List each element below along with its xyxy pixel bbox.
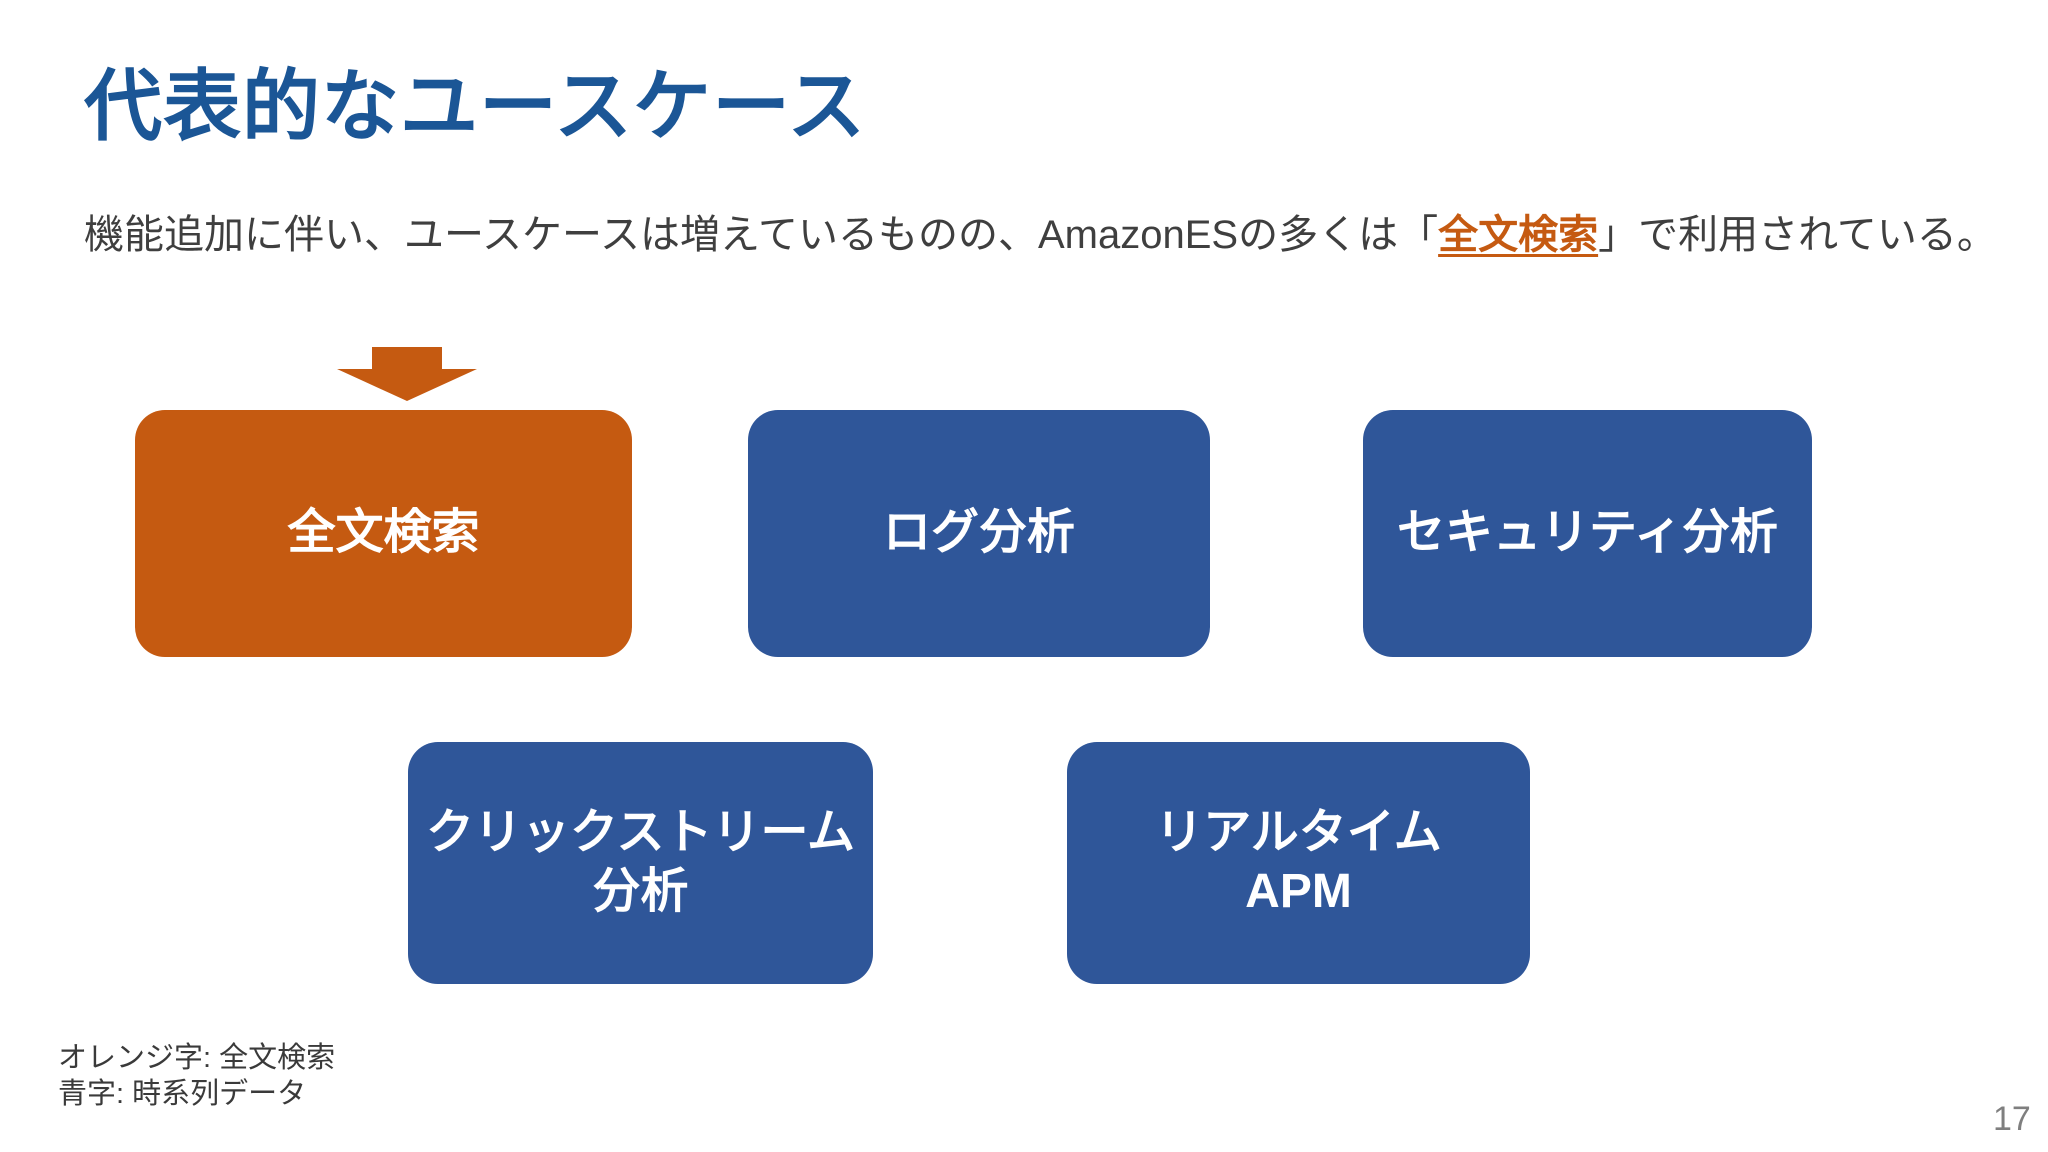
page-number: 17: [1993, 1100, 2031, 1138]
usecase-box-realtime-apm: リアルタイム APM: [1067, 742, 1530, 984]
usecase-box-label: 全文検索: [287, 506, 480, 560]
usecase-box-label: ログ分析: [882, 506, 1075, 560]
usecase-box-clickstream-analysis: クリックストリーム 分析: [408, 742, 873, 984]
subtitle-text-prefix: 機能追加に伴い、ユースケースは増えているものの、AmazonESの多くは「: [84, 213, 1439, 257]
subtitle-text-suffix: 」で利用されている。: [1598, 213, 1997, 257]
down-arrow-stem: [372, 347, 442, 369]
legend-blue-line: 青字: 時系列データ: [58, 1078, 307, 1110]
usecase-box-label-line1: クリックストリーム: [425, 806, 856, 860]
usecase-box-label: セキュリティ分析: [1396, 506, 1779, 560]
color-legend: オレンジ字: 全文検索 青字: 時系列データ: [58, 1040, 335, 1112]
usecase-box-label-line1: リアルタイム: [1155, 806, 1442, 860]
usecase-box-label-line2: 分析: [592, 865, 689, 918]
usecase-box-label: リアルタイム APM: [1155, 804, 1442, 921]
slide-subtitle: 機能追加に伴い、ユースケースは増えているものの、AmazonESの多くは「全文検…: [84, 202, 1997, 260]
usecase-box-log-analysis: ログ分析: [748, 410, 1210, 657]
down-arrow-icon: [337, 347, 477, 401]
slide-title: 代表的なユースケース: [84, 62, 867, 150]
usecase-box-security-analysis: セキュリティ分析: [1363, 410, 1812, 657]
usecase-box-label-line2: APM: [1245, 865, 1352, 918]
down-arrow-head: [337, 369, 477, 401]
usecase-box-label: クリックストリーム 分析: [426, 804, 855, 921]
subtitle-highlight-fulltext-search: 全文検索: [1438, 213, 1599, 257]
usecase-box-fulltext-search: 全文検索: [135, 410, 632, 657]
legend-orange-line: オレンジ字: 全文検索: [58, 1042, 336, 1074]
